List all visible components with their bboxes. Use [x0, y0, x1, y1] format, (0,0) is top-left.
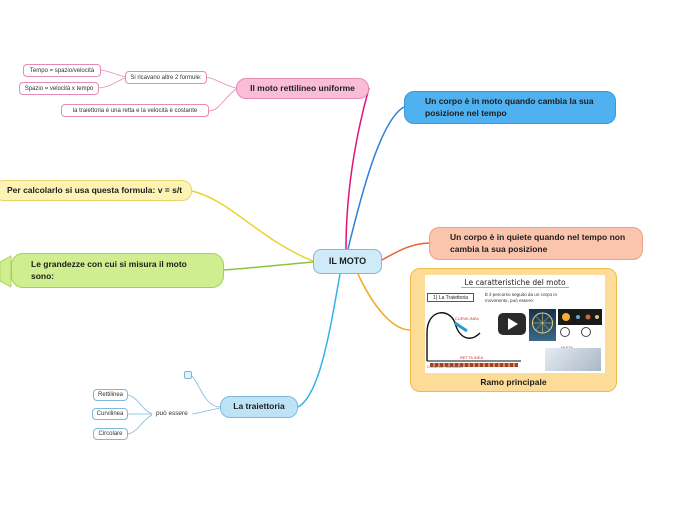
node-moto-definition[interactable]: Un corpo è in moto quando cambia la sua … — [404, 91, 616, 124]
node-rettilinea[interactable]: Rettilinea — [93, 389, 128, 401]
node-quiete-definition-label: Un corpo è in quiete quando nel tempo no… — [450, 232, 626, 254]
link-yellow — [191, 190, 314, 262]
puo-essere-label: può essere — [156, 410, 188, 417]
play-button[interactable] — [498, 313, 526, 335]
link-gold — [357, 273, 411, 331]
root-label: IL MOTO — [328, 256, 367, 267]
curvilinea-text: Curvilinea — [96, 411, 124, 417]
node-formula-spazio[interactable]: Spazio = velocità x tempo — [19, 82, 99, 95]
video-label-mista: MISTA — [561, 345, 573, 350]
video-train-drawing — [430, 363, 518, 367]
node-traiettoria-note[interactable]: la traiettoria è una retta e la velocità… — [61, 104, 209, 117]
video-title: Le caratteristiche del moto — [464, 278, 566, 287]
node-formula-velocita[interactable]: Per calcolarlo si usa questa formula: v … — [0, 180, 192, 201]
video-solar-system-image — [558, 309, 602, 325]
node-ramo-principale-label: Ramo principale — [480, 377, 547, 387]
empty-child-node[interactable] — [184, 371, 192, 379]
node-quiete-definition[interactable]: Un corpo è in quiete quando nel tempo no… — [429, 227, 643, 260]
root-node[interactable]: IL MOTO — [313, 249, 382, 274]
rettilinea-text: Rettilinea — [97, 392, 123, 398]
link-pink — [345, 87, 370, 250]
node-moto-rettilineo-label: Il moto rettilineo uniforme — [250, 82, 355, 93]
node-curvilinea[interactable]: Curvilinea — [92, 408, 128, 420]
link-ltblue — [297, 273, 341, 408]
link-green — [223, 261, 314, 271]
video-title-underline — [461, 287, 569, 288]
video-snow-image — [545, 348, 601, 371]
node-traiettoria-label: La traiettoria — [233, 401, 285, 412]
video-section-label: 1) La Traiettoria — [427, 293, 474, 302]
formula-spazio-text: Spazio = velocità x tempo — [24, 85, 94, 92]
node-moto-definition-label: Un corpo è in moto quando cambia la sua … — [425, 96, 594, 118]
video-label-rettilinea: RETTILINEA — [460, 355, 484, 360]
link-blue — [347, 106, 405, 250]
formula-tempo-text: Tempo = spazio/velocità — [29, 67, 95, 74]
node-moto-rettilineo[interactable]: Il moto rettilineo uniforme — [236, 78, 369, 99]
node-grandezze-label: Le grandezze con cui si misura il moto s… — [31, 259, 187, 281]
video-label-curvilinea: CURVILINEA — [455, 316, 479, 321]
node-formula-tempo[interactable]: Tempo = spazio/velocità — [23, 64, 101, 77]
node-formule-label[interactable]: Si ricavano altre 2 formule: — [125, 71, 207, 84]
video-watermark: Creato con Videoscribe — [427, 365, 464, 369]
formule-label-text: Si ricavano altre 2 formule: — [130, 74, 202, 81]
video-clock-icon — [560, 327, 570, 337]
video-clock-icon — [581, 327, 591, 337]
link-orange — [379, 242, 430, 262]
node-traiettoria[interactable]: La traiettoria — [220, 396, 298, 418]
node-formula-velocita-label: Per calcolarlo si usa questa formula: v … — [7, 184, 183, 195]
node-grandezze[interactable]: Le grandezze con cui si misura il moto s… — [11, 253, 224, 288]
embedded-video[interactable]: Le caratteristiche del moto 1) La Traiet… — [425, 275, 605, 373]
video-description: È il percorso seguito da un corpo in mov… — [485, 292, 558, 303]
video-ferris-wheel-image — [529, 309, 556, 341]
circolare-text: Circolare — [98, 431, 123, 437]
node-circolare[interactable]: Circolare — [93, 428, 128, 440]
traiettoria-note-text: la traiettoria è una retta e la velocità… — [72, 107, 198, 114]
video-path-drawing — [426, 312, 521, 362]
play-icon — [508, 318, 518, 330]
